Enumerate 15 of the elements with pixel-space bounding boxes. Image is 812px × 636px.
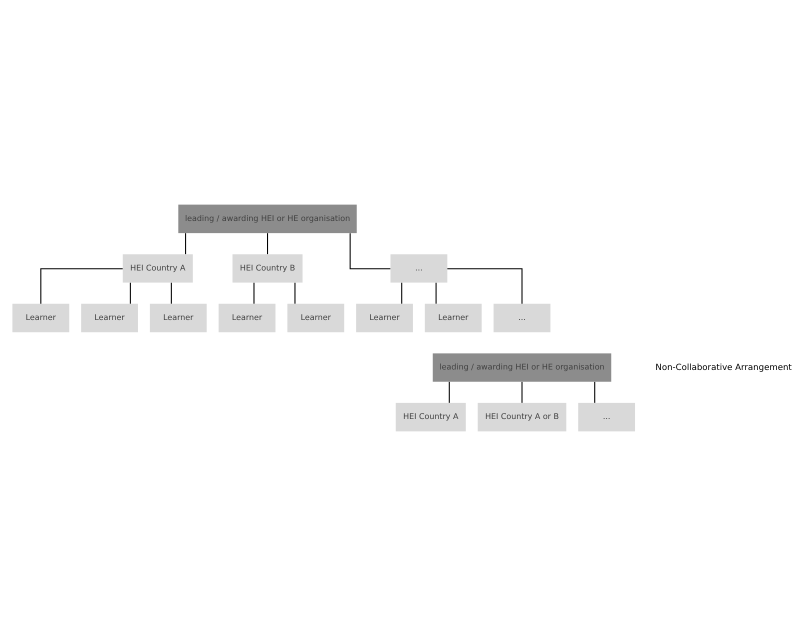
connector bbox=[252, 282, 254, 304]
connector bbox=[129, 282, 130, 304]
connector bbox=[266, 233, 268, 254]
connector bbox=[294, 282, 295, 304]
connector bbox=[170, 282, 172, 304]
connector bbox=[349, 233, 390, 270]
connector bbox=[184, 233, 186, 254]
connector bbox=[400, 282, 402, 304]
connector bbox=[448, 382, 450, 403]
label: Non-Collaborative Arrangement bbox=[654, 362, 792, 373]
connector bbox=[594, 382, 595, 403]
connector bbox=[40, 268, 122, 304]
connector bbox=[520, 382, 522, 403]
connector bbox=[435, 282, 436, 304]
connector bbox=[446, 268, 522, 304]
